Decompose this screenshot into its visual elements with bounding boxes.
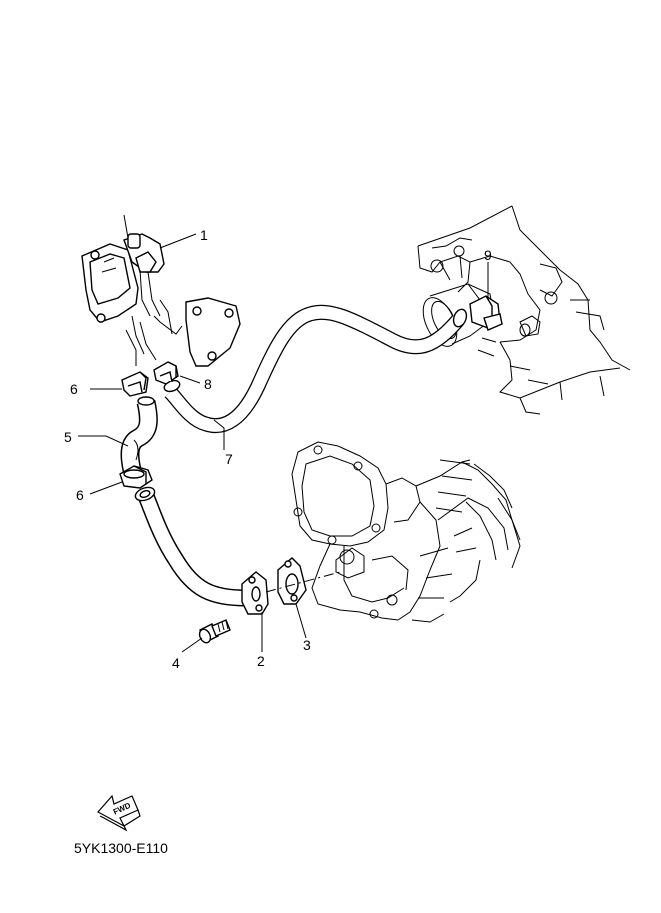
callout-8: 8	[204, 376, 212, 392]
callout-6-lower: 6	[76, 487, 84, 503]
reed-valve-assembly	[81, 214, 183, 366]
bolt-4	[198, 619, 231, 644]
callout-4: 4	[172, 655, 180, 671]
callout-6-upper: 6	[70, 381, 78, 397]
callout-5: 5	[64, 429, 72, 445]
clamp-6-lower	[119, 465, 153, 489]
callout-7: 7	[225, 451, 233, 467]
engine-upper-outline	[417, 205, 631, 415]
hose-7	[163, 304, 468, 434]
engine-fins	[435, 459, 473, 513]
hose-5	[120, 396, 158, 473]
pipe-stub	[519, 315, 541, 337]
callout-1: 1	[200, 227, 208, 243]
engine-lower-outline	[291, 441, 521, 623]
clamp-8	[153, 361, 179, 385]
clamp-6-upper	[121, 371, 149, 397]
pipe-2	[134, 486, 269, 615]
diagram-code: 5YK1300-E110	[74, 840, 168, 856]
center-line	[265, 571, 341, 593]
callout-9: 9	[484, 247, 492, 263]
clamp-9	[469, 295, 503, 331]
leader-lines	[78, 233, 489, 653]
callout-3: 3	[303, 637, 311, 653]
fwd-arrow-icon: FWD	[97, 794, 141, 832]
mounting-plate	[185, 297, 241, 367]
gasket-3	[277, 557, 307, 605]
callout-2: 2	[257, 653, 265, 669]
